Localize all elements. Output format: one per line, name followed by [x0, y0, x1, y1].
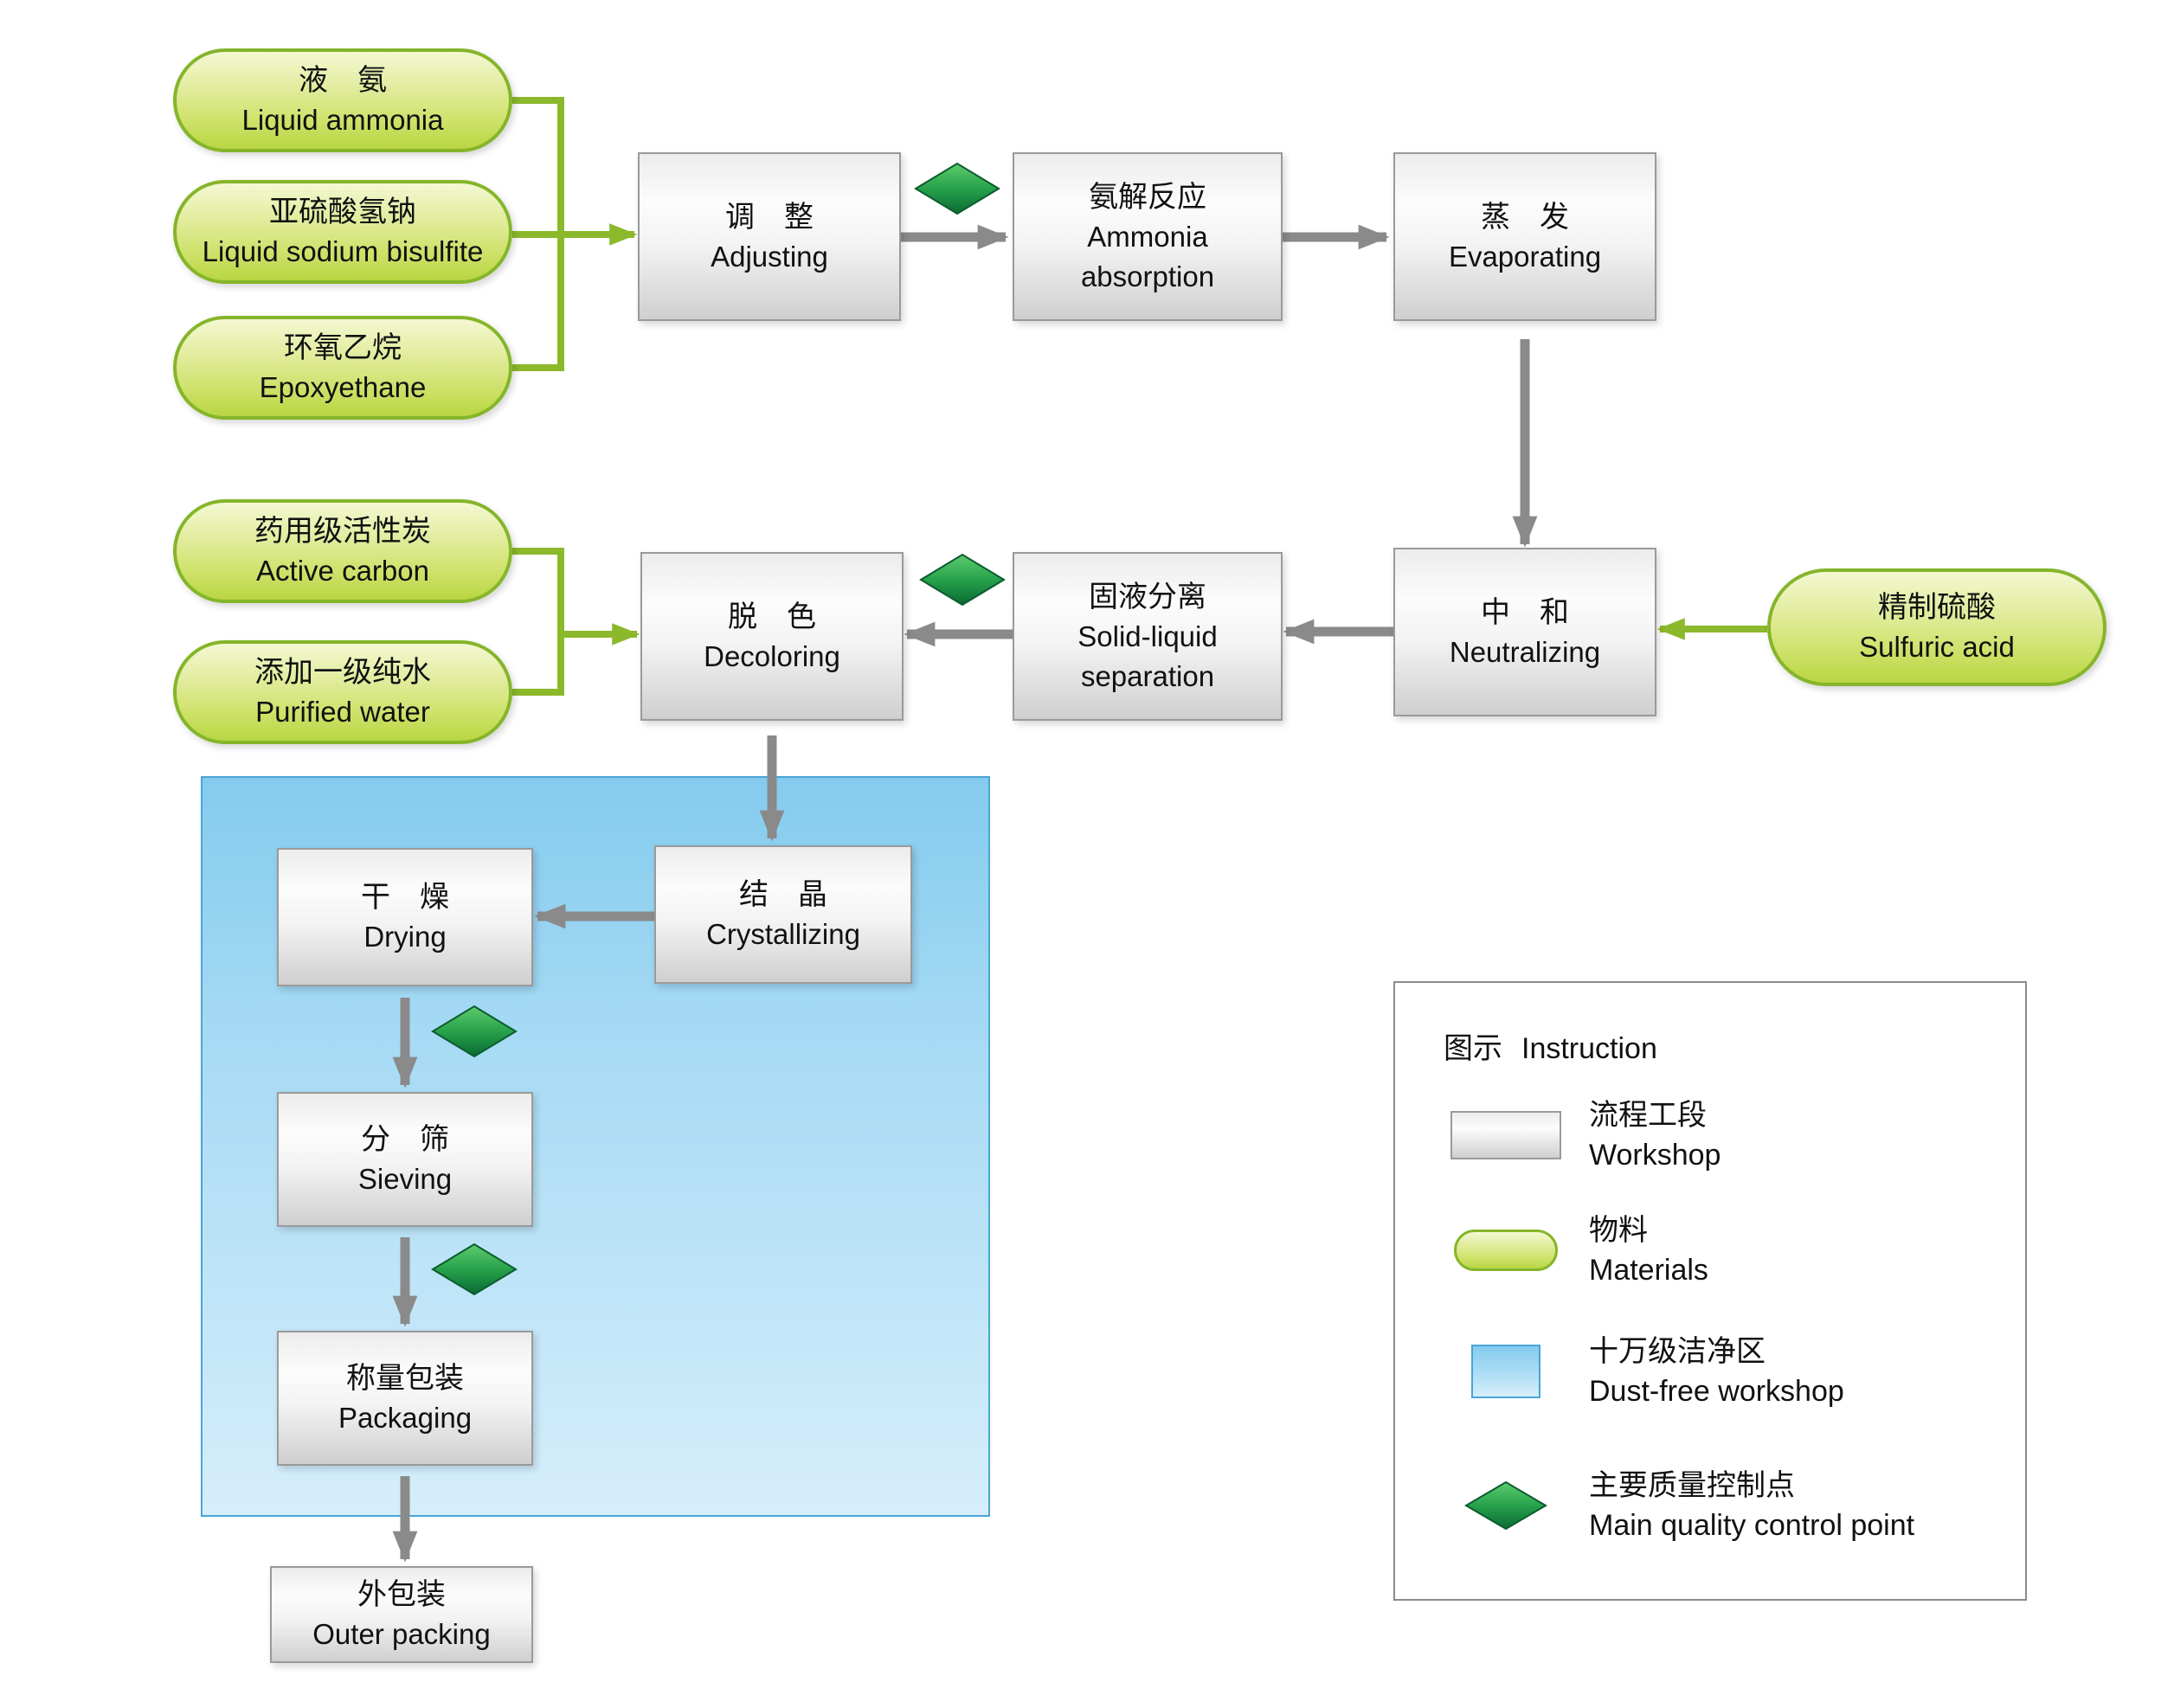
legend-row-qcp: 主要质量控制点 Main quality control point	[1450, 1466, 1914, 1545]
process-packaging: 称量包装 Packaging	[277, 1331, 533, 1466]
process-drying-en: Drying	[363, 921, 447, 953]
process-solid-liquid-separation: 固液分离 Solid-liquid separation	[1013, 552, 1283, 721]
process-decoloring: 脱 色 Decoloring	[640, 552, 904, 721]
legend-materials-swatch	[1454, 1230, 1558, 1271]
process-evaporating-zh: 蒸 发	[1481, 200, 1569, 234]
process-neutralizing-zh: 中 和	[1481, 595, 1569, 629]
legend-workshop-zh: 流程工段	[1589, 1099, 1707, 1132]
material-liquid-ammonia: 液 氨 Liquid ammonia	[173, 48, 512, 152]
process-sieving-en: Sieving	[357, 1163, 453, 1195]
process-packaging-zh: 称量包装	[346, 1362, 464, 1395]
process-neutralizing-en: Neutralizing	[1449, 635, 1601, 668]
legend-materials-en: Materials	[1589, 1254, 1708, 1287]
qcp-diamond-sieving-packaging	[431, 1242, 518, 1296]
material-epoxyethane: 环氧乙烷 Epoxyethane	[173, 316, 512, 420]
process-ammonia-absorption: 氨解反应 Ammonia absorption	[1013, 152, 1283, 321]
legend-workshop-swatch	[1450, 1111, 1561, 1159]
connector-materials-middle	[512, 548, 564, 696]
process-evaporating: 蒸 发 Evaporating	[1393, 152, 1656, 321]
material-sodium-bisulfite-en: Liquid sodium bisulfite	[202, 235, 484, 267]
process-decoloring-en: Decoloring	[704, 639, 840, 672]
process-adjusting-en: Adjusting	[711, 240, 828, 273]
legend-workshop-en: Workshop	[1589, 1139, 1721, 1172]
legend-row-dust-free: 十万级洁净区 Dust-free workshop	[1450, 1332, 1844, 1411]
legend-title-zh: 图示	[1444, 1032, 1502, 1065]
process-outer-packing: 外包装 Outer packing	[270, 1566, 533, 1663]
process-solid-liquid-separation-en: Solid-liquid separation	[1077, 620, 1218, 692]
material-active-carbon-zh: 药用级活性炭	[254, 515, 431, 548]
legend-dust-free-swatch	[1471, 1345, 1540, 1398]
legend-qcp-en: Main quality control point	[1589, 1509, 1915, 1542]
legend-dust-free-zh: 十万级洁净区	[1589, 1335, 1766, 1368]
material-sodium-bisulfite-zh: 亚硫酸氢钠	[269, 196, 416, 228]
material-epoxyethane-en: Epoxyethane	[259, 371, 427, 403]
process-drying: 干 燥 Drying	[277, 848, 533, 986]
process-decoloring-zh: 脱 色	[728, 600, 816, 633]
material-sodium-bisulfite: 亚硫酸氢钠 Liquid sodium bisulfite	[173, 180, 512, 284]
legend-row-workshop: 流程工段 Workshop	[1450, 1095, 1721, 1175]
process-ammonia-absorption-en: Ammonia absorption	[1080, 220, 1215, 292]
material-liquid-ammonia-en: Liquid ammonia	[241, 104, 444, 136]
process-neutralizing: 中 和 Neutralizing	[1393, 548, 1656, 716]
material-sulfuric-acid: 精制硫酸 Sulfuric acid	[1767, 568, 2106, 686]
qcp-diamond-adjusting-ammonia	[914, 162, 1000, 215]
material-active-carbon: 药用级活性炭 Active carbon	[173, 499, 512, 603]
legend-dust-free-en: Dust-free workshop	[1589, 1375, 1844, 1408]
process-sieving: 分 筛 Sieving	[277, 1092, 533, 1227]
material-epoxyethane-zh: 环氧乙烷	[284, 331, 402, 364]
legend-title-en: Instruction	[1521, 1032, 1657, 1065]
legend: 图示 Instruction 流程工段 Workshop 物料 Materials	[1393, 981, 2027, 1601]
legend-qcp-diamond	[1464, 1480, 1547, 1531]
material-purified-water: 添加一级纯水 Purified water	[173, 640, 512, 744]
legend-title: 图示 Instruction	[1444, 1024, 1657, 1067]
material-purified-water-en: Purified water	[255, 696, 430, 728]
material-active-carbon-en: Active carbon	[256, 555, 429, 587]
qcp-diamond-drying-sieving	[431, 1005, 518, 1058]
process-crystallizing-zh: 结 晶	[739, 878, 827, 911]
material-liquid-ammonia-zh: 液 氨	[299, 64, 387, 97]
process-solid-liquid-separation-zh: 固液分离	[1089, 580, 1206, 613]
legend-materials-zh: 物料	[1589, 1214, 1648, 1247]
legend-row-materials: 物料 Materials	[1450, 1210, 1708, 1290]
process-evaporating-en: Evaporating	[1448, 240, 1602, 273]
process-packaging-en: Packaging	[338, 1402, 473, 1434]
material-purified-water-zh: 添加一级纯水	[254, 656, 431, 689]
material-sulfuric-acid-en: Sulfuric acid	[1859, 631, 2015, 663]
legend-qcp-zh: 主要质量控制点	[1589, 1469, 1795, 1502]
process-adjusting-zh: 调 整	[725, 200, 814, 234]
process-outer-packing-zh: 外包装	[357, 1578, 446, 1611]
qcp-diamond-separation-decoloring	[919, 553, 1006, 607]
process-ammonia-absorption-zh: 氨解反应	[1089, 180, 1206, 214]
process-crystallizing-en: Crystallizing	[706, 918, 860, 950]
process-outer-packing-en: Outer packing	[312, 1618, 491, 1650]
process-drying-zh: 干 燥	[361, 881, 449, 914]
material-sulfuric-acid-zh: 精制硫酸	[1878, 591, 1996, 624]
process-adjusting: 调 整 Adjusting	[638, 152, 901, 321]
process-sieving-zh: 分 筛	[361, 1123, 449, 1156]
process-crystallizing: 结 晶 Crystallizing	[654, 845, 912, 984]
